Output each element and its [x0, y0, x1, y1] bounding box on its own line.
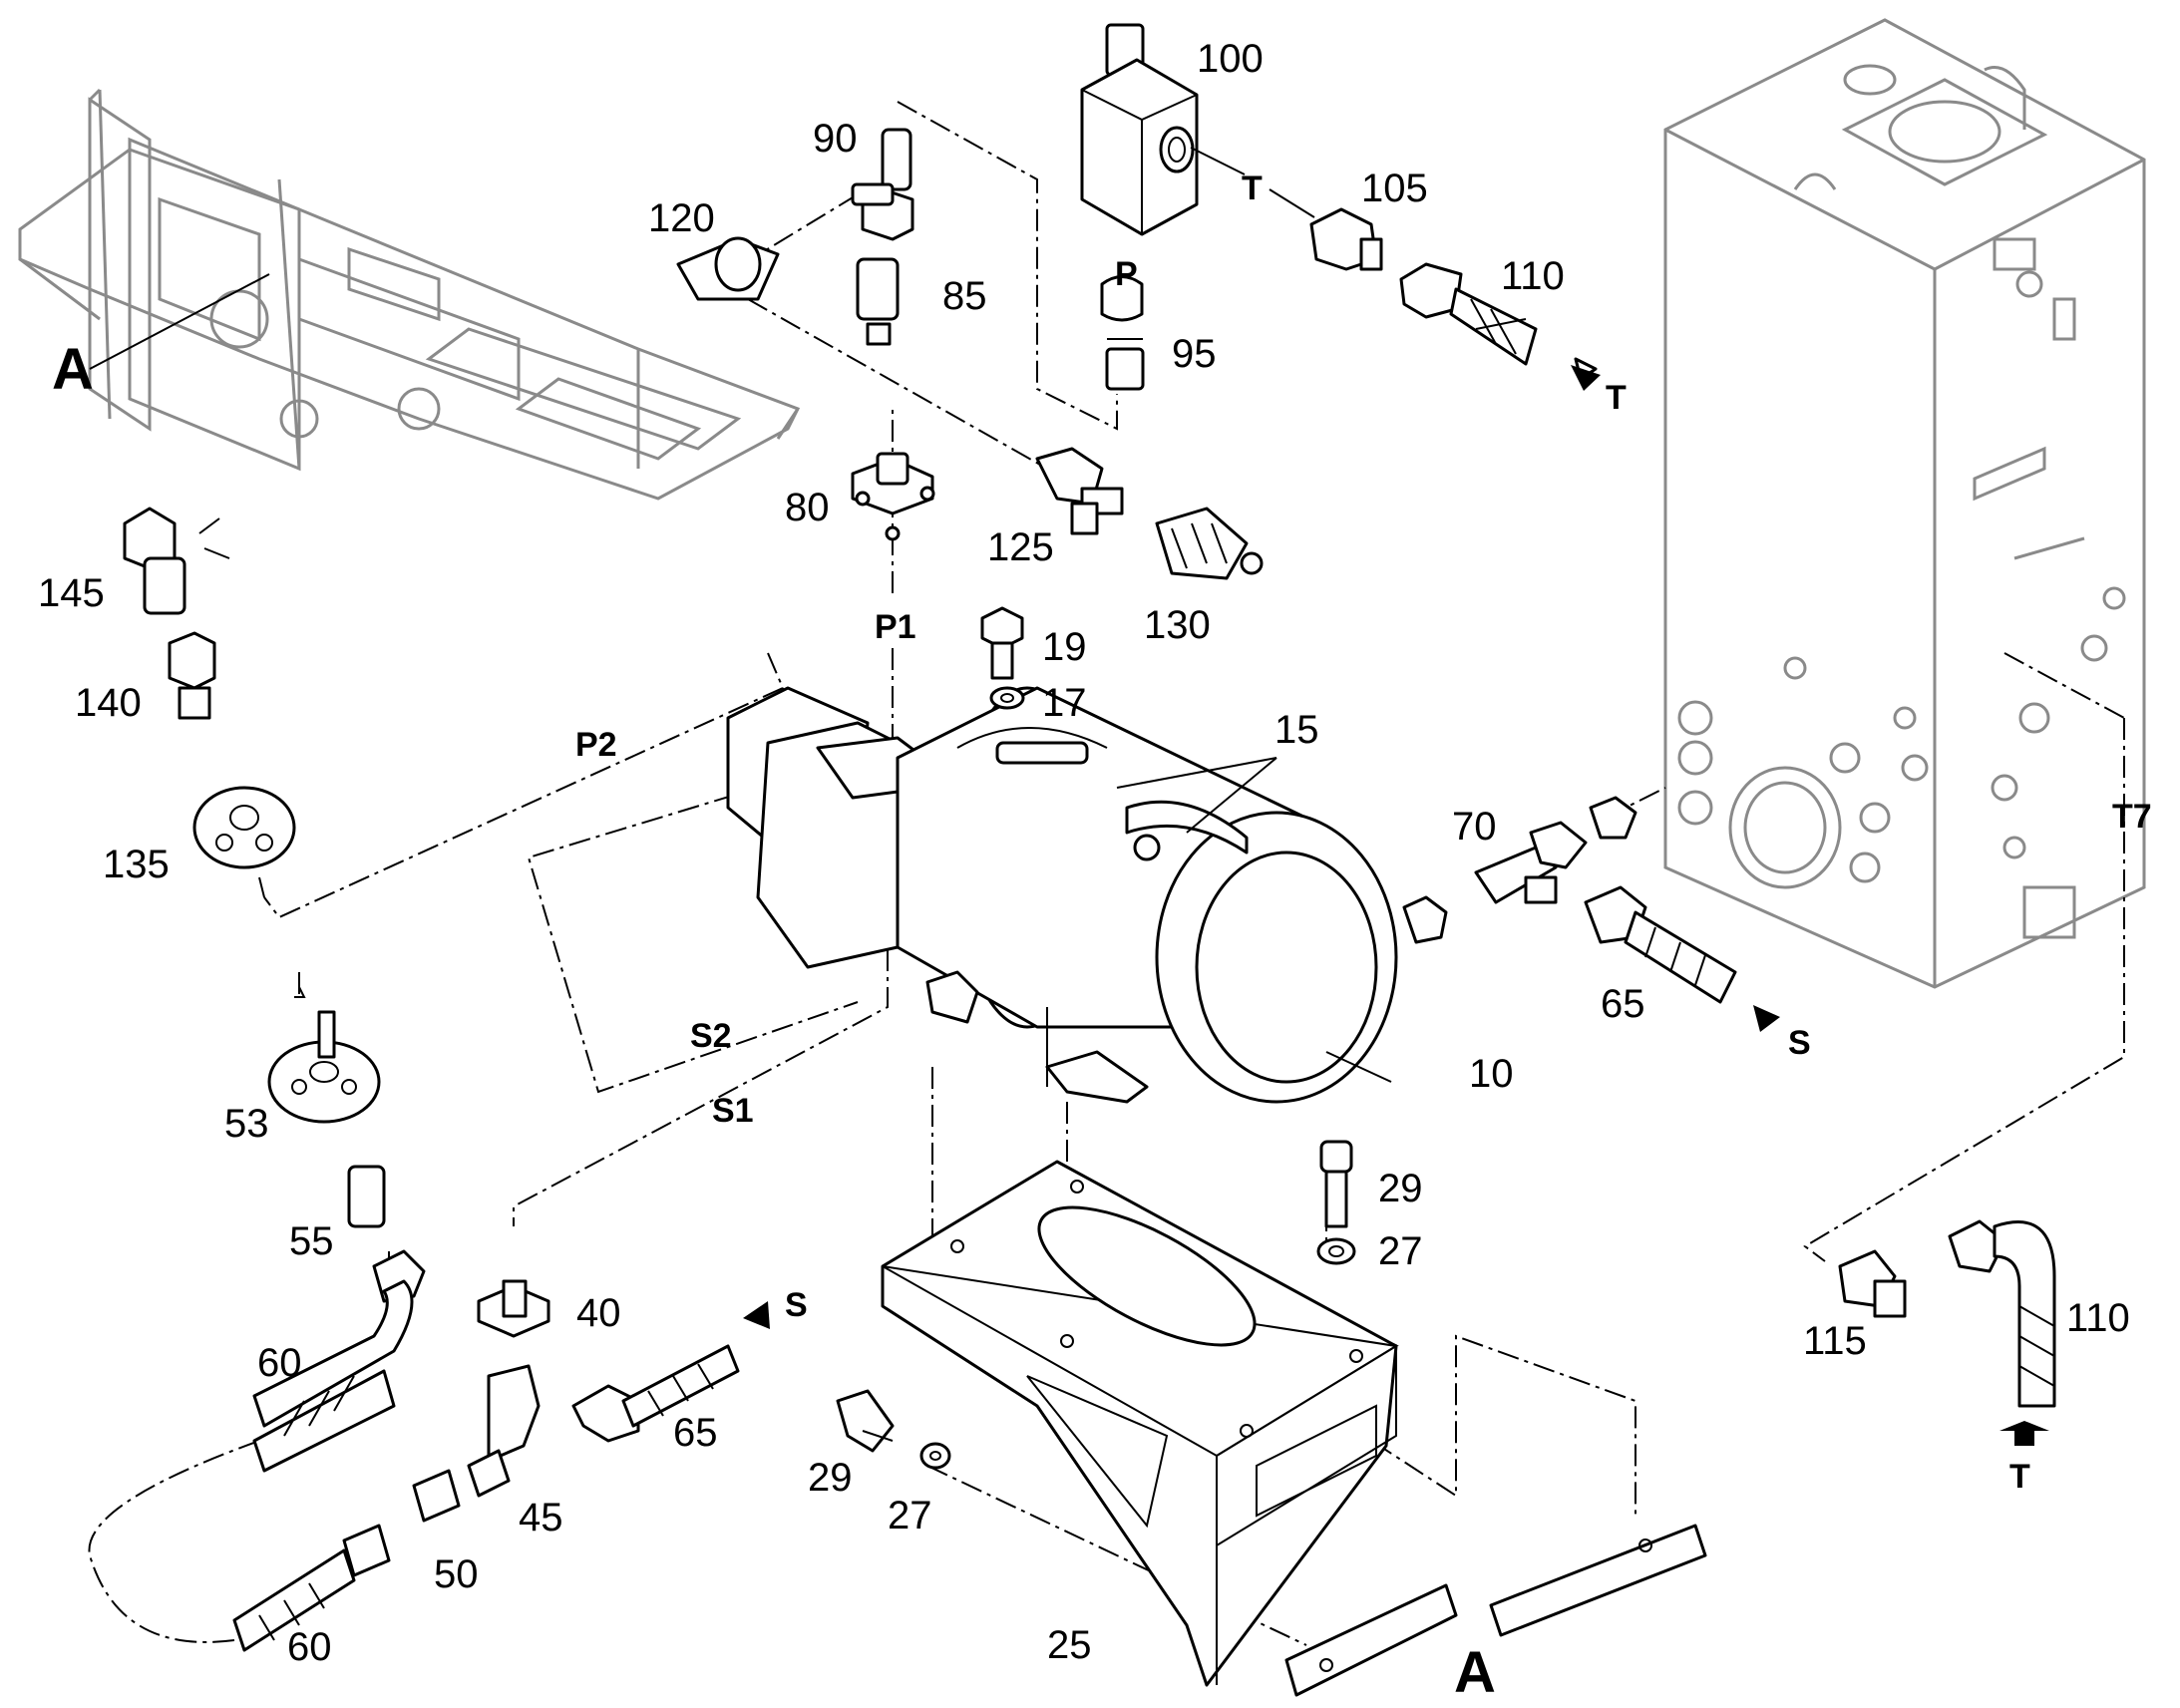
label-125: 125	[987, 525, 1054, 569]
leader-lines	[1116, 147, 1392, 1083]
view-ref-a-frame: A	[52, 337, 94, 402]
signal-p-valve: P	[1115, 255, 1138, 293]
return-fittings-right	[1402, 796, 2056, 1408]
part-number-labels: 100 90 120 85 105 110 95 80 125 130 145 …	[38, 37, 2130, 1669]
label-100: 100	[1197, 37, 1264, 81]
signal-s1: S1	[712, 1092, 754, 1130]
signal-p1: P1	[875, 608, 916, 646]
label-145: 145	[38, 571, 105, 615]
suction-fittings-left	[232, 1010, 740, 1652]
label-85: 85	[942, 274, 987, 318]
label-10: 10	[1469, 1052, 1514, 1096]
label-15: 15	[1274, 708, 1319, 752]
label-27-left: 27	[888, 1494, 932, 1537]
signal-s-tank: S	[1788, 1024, 1811, 1062]
label-120: 120	[648, 196, 715, 240]
label-50: 50	[434, 1552, 479, 1596]
arrow-t-bottom-icon	[1999, 1421, 2049, 1446]
valve-block-100	[1080, 23, 1199, 391]
label-53: 53	[224, 1102, 269, 1146]
label-29-left: 29	[808, 1456, 853, 1500]
label-95: 95	[1172, 332, 1217, 376]
label-29-right: 29	[1378, 1167, 1423, 1210]
fittings-135-140-145	[123, 507, 296, 898]
label-27-right: 27	[1378, 1229, 1423, 1273]
signal-t-bottom: T	[2009, 1458, 2030, 1496]
tee-fittings-90-120	[676, 128, 935, 541]
arrow-s-tank-icon	[1753, 1005, 1780, 1032]
signal-s-left: S	[785, 1286, 808, 1324]
signal-t-out: T	[1606, 379, 1627, 417]
signal-t7: T7	[2112, 798, 2152, 836]
signal-p2: P2	[575, 726, 617, 764]
mounting-bracket-25	[881, 1160, 1707, 1697]
label-25: 25	[1047, 1623, 1092, 1667]
label-110-top: 110	[1501, 254, 1565, 298]
label-60-upper: 60	[257, 1341, 302, 1385]
view-reference-labels: A A	[52, 337, 1496, 1705]
vehicle-frame-illustration	[18, 88, 801, 501]
label-90: 90	[813, 117, 858, 161]
signal-t-valve: T	[1242, 170, 1263, 207]
label-105: 105	[1361, 167, 1428, 210]
label-70: 70	[1452, 805, 1497, 849]
label-135: 135	[103, 843, 170, 886]
label-80: 80	[785, 486, 830, 529]
signal-s2: S2	[690, 1017, 732, 1055]
label-65-right: 65	[1601, 982, 1645, 1026]
label-19: 19	[1042, 625, 1087, 669]
label-140: 140	[75, 681, 142, 725]
label-45: 45	[519, 1496, 563, 1539]
port-signal-labels: T P T P1 P2 S2 S1 S S T7 T	[575, 170, 2152, 1496]
label-65-left: 65	[673, 1411, 718, 1455]
arrow-s-left-icon	[743, 1301, 770, 1329]
label-110-bottom: 110	[2066, 1296, 2130, 1340]
hydraulic-tank-illustration	[1663, 18, 2146, 989]
pump-motor-assembly-10	[726, 686, 1398, 1104]
fittings-105-110-125-130	[1035, 207, 1598, 580]
bolts-washers	[836, 606, 1356, 1470]
label-130: 130	[1144, 603, 1211, 647]
label-60-lower: 60	[287, 1625, 332, 1669]
label-40: 40	[576, 1291, 621, 1335]
label-55: 55	[289, 1219, 334, 1263]
label-115: 115	[1803, 1319, 1867, 1363]
view-ref-a-bracket: A	[1454, 1640, 1496, 1705]
label-17: 17	[1042, 681, 1087, 725]
flow-arrows	[743, 365, 2049, 1446]
arrow-t-out-icon	[1571, 365, 1601, 391]
